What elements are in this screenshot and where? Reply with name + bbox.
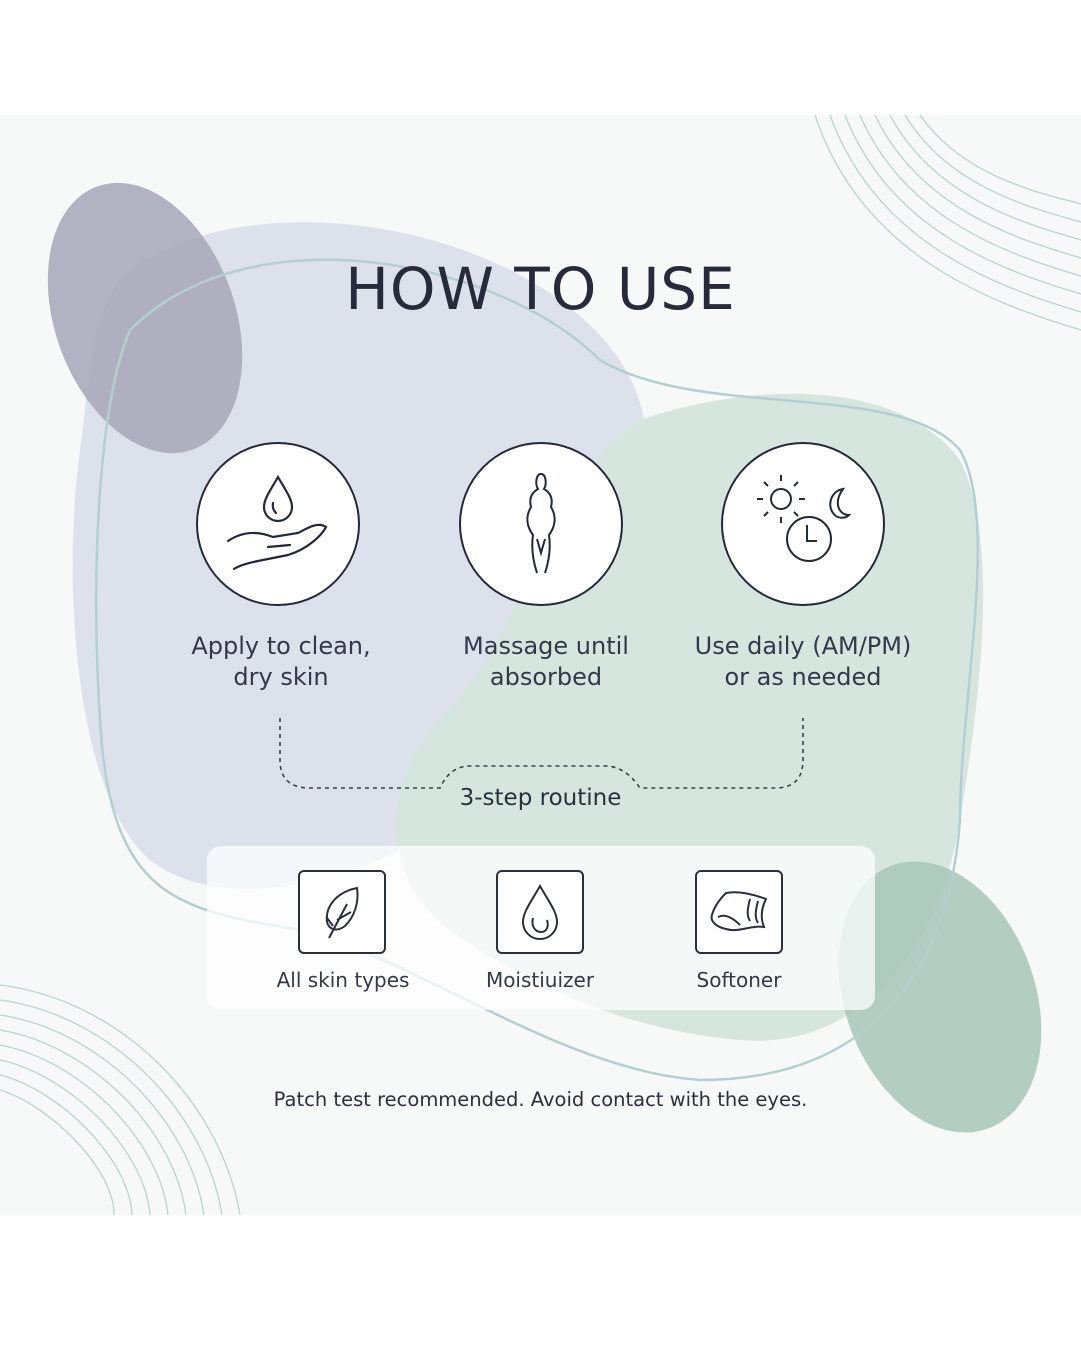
- step-label: Apply to clean, dry skin: [151, 631, 411, 693]
- feature-icon-box: [695, 870, 783, 954]
- feature-label: Moistiuizer: [485, 968, 595, 992]
- routine-label: 3-step routine: [459, 785, 622, 811]
- routine-bracket: [279, 718, 804, 789]
- body-silhouette-icon: [526, 473, 556, 574]
- fabric-icon: [710, 891, 768, 932]
- drop-icon: [521, 883, 559, 940]
- step-icon-circle: [196, 442, 360, 606]
- step-label: Massage until absorbed: [416, 631, 676, 693]
- step-label-line: dry skin: [233, 663, 329, 691]
- step-icon-circle: [721, 442, 885, 606]
- safety-note: Patch test recommended. Avoid contact wi…: [273, 1088, 808, 1111]
- step-label-line: absorbed: [489, 663, 603, 691]
- step-label-line: Massage until: [463, 632, 629, 660]
- leaf-icon: [325, 886, 359, 939]
- step-label-line: Apply to clean,: [191, 632, 371, 660]
- feature-label: Softoner: [696, 968, 782, 992]
- hand-drop-icon: [226, 474, 328, 571]
- feature-icon-box: [496, 870, 584, 954]
- step-label-line: Use daily (AM/PM): [694, 632, 912, 660]
- step-icon-circle: [459, 442, 623, 606]
- feature-label: All skin types: [276, 968, 410, 992]
- step-label: Use daily (AM/PM) or as needed: [673, 631, 933, 693]
- feature-icon-box: [298, 870, 386, 954]
- sun-moon-clock-icon: [757, 475, 852, 562]
- step-label-line: or as needed: [724, 663, 882, 691]
- page-title: HOW TO USE: [345, 255, 736, 323]
